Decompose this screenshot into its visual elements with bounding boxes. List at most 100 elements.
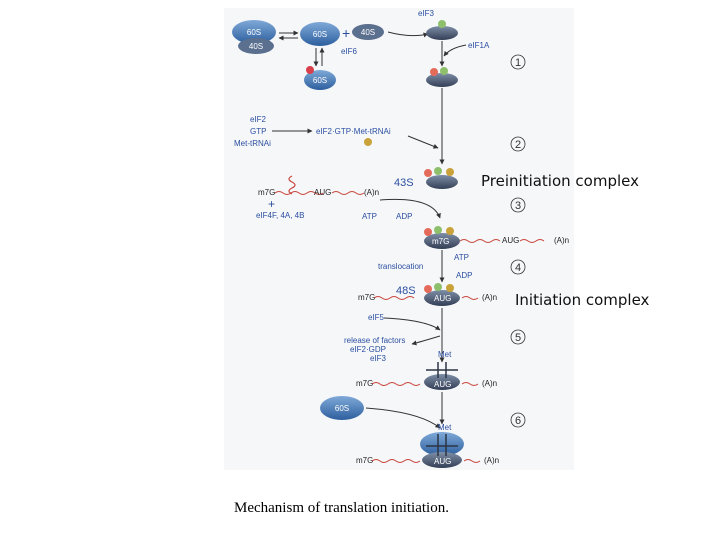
step-5-circle (510, 329, 526, 345)
adp-label-2: ADP (456, 271, 472, 280)
mrna-strand-4 (371, 382, 421, 386)
eif3-release-label: eIF3 (370, 354, 387, 363)
subunit-40s (238, 38, 274, 54)
step-6-label: 6 (515, 415, 521, 427)
step-5-label: 5 (515, 332, 521, 344)
step-6-circle (510, 412, 526, 428)
subunit-60s-eif6-label: 60S (313, 76, 327, 85)
mrna-strand-1 (274, 191, 324, 195)
subunit-60s-label: 60S (247, 28, 261, 37)
mrna-strand-3b (461, 296, 479, 300)
mrna-aug-label-1: AUG (314, 188, 331, 197)
ternary-complex-label: eIF2·GTP·Met-tRNAi (316, 127, 391, 136)
complex-40s-met-trna (424, 362, 460, 390)
eif1a-factor-icon (430, 68, 438, 76)
mrna-strand-2 (459, 239, 501, 243)
step-4-circle (510, 259, 526, 275)
atp-label-2: ATP (454, 253, 469, 262)
subunit-40s-label: 40S (249, 42, 263, 51)
step-2-circle (510, 136, 526, 152)
figure-panel (224, 8, 574, 470)
free-60s-label: 60S (313, 30, 327, 39)
complex-40s-eif3-eif1a (426, 67, 458, 87)
complex-40s-eif3 (426, 20, 458, 40)
subunit-join-arrow (365, 407, 441, 429)
adp-label-1: ADP (396, 212, 412, 221)
final-40s (422, 452, 462, 468)
step-1-circle (510, 54, 526, 70)
gtp-label: GTP (250, 127, 266, 136)
final-60s (420, 432, 464, 456)
free-60s (300, 22, 340, 46)
step-2-label: 2 (515, 139, 521, 151)
eif2-gdp-label: eIF2·GDP (350, 345, 386, 354)
mrna-join-arrow (379, 198, 441, 219)
step-3-circle (510, 197, 526, 213)
subunit-60s-eif6 (304, 70, 336, 90)
aug-4: AUG (434, 380, 451, 389)
48s-label: 48S (396, 285, 416, 297)
figure-caption: Mechanism of translation initiation. (234, 500, 449, 516)
atp-label-1: ATP (362, 212, 377, 221)
subunit-60s (232, 20, 276, 44)
eif2-label: eIF2 (250, 115, 267, 124)
release-arrow (411, 335, 441, 346)
step-3-label: 3 (515, 200, 521, 212)
43s-label: 43S (394, 177, 414, 189)
scanning-cap-label: m7G (432, 237, 449, 246)
mrna-tail-label-3: (A)n (482, 293, 497, 302)
eif4f-label: eIF4F, 4A, 4B (256, 211, 304, 220)
mrna-tail-label-4: (A)n (482, 379, 497, 388)
initiation-complex-callout: Initiation complex (515, 291, 650, 309)
met-label-2: Met (438, 423, 452, 432)
ternary-factor-icon (364, 138, 372, 146)
mrna-cap-label-1: m7G (258, 188, 275, 197)
mrna-cap-label-5: m7G (356, 456, 373, 465)
eif1a-arrow (443, 44, 467, 57)
mrna-strand-1b (331, 191, 365, 195)
free-40s-label: 40S (361, 28, 375, 37)
release-label: release of factors (344, 336, 405, 345)
aug-48s: AUG (434, 294, 451, 303)
mrna-strand-5b (463, 459, 481, 463)
mrna-tail-label-1: (A)n (364, 188, 379, 197)
met-label-1: Met (438, 350, 452, 359)
eif3-factor-icon-2 (440, 67, 448, 75)
mrna-tail-label-5: (A)n (484, 456, 499, 465)
ternary-join-arrow (407, 135, 439, 149)
step-4-label: 4 (515, 262, 521, 274)
eif5-arrow (383, 317, 441, 331)
mrna-cap-label-3: m7G (358, 293, 375, 302)
joining-60s-label: 60S (335, 404, 349, 413)
mrna-aug-label-2: AUG (502, 236, 519, 245)
preinitiation-complex-callout: Preinitiation complex (481, 172, 639, 190)
step-1-label: 1 (515, 57, 521, 69)
aug-5: AUG (434, 457, 451, 466)
eif5-label: eIF5 (368, 313, 385, 322)
eif6-label: eIF6 (341, 47, 358, 56)
eif1a-label: eIF1A (468, 41, 490, 50)
ribosome-80s: 60S 40S (232, 20, 276, 54)
eif3-arrow (387, 31, 429, 38)
free-40s (352, 24, 384, 40)
scanning-complex (424, 226, 460, 249)
eif3-label: eIF3 (418, 9, 435, 18)
joining-60s (320, 396, 364, 420)
mrna-strand-4b (461, 382, 479, 386)
mrna-hairpin (288, 175, 296, 195)
eif6-factor-icon (306, 66, 314, 74)
plus-sign-2: + (268, 197, 275, 211)
met-trna-label: Met-tRNAi (234, 139, 271, 148)
complex-80s-initiation (420, 432, 464, 468)
eif3-factor-icon (438, 20, 446, 28)
complex-48s (424, 283, 460, 306)
mrna-strand-3 (373, 296, 415, 300)
translocation-label: translocation (378, 262, 423, 271)
mrna-strand-5 (371, 459, 421, 463)
mrna-cap-label-4: m7G (356, 379, 373, 388)
complex-43s (424, 167, 458, 189)
plus-sign: + (342, 25, 350, 41)
mrna-strand-2b (519, 239, 545, 243)
mrna-tail-label-2: (A)n (554, 236, 569, 245)
